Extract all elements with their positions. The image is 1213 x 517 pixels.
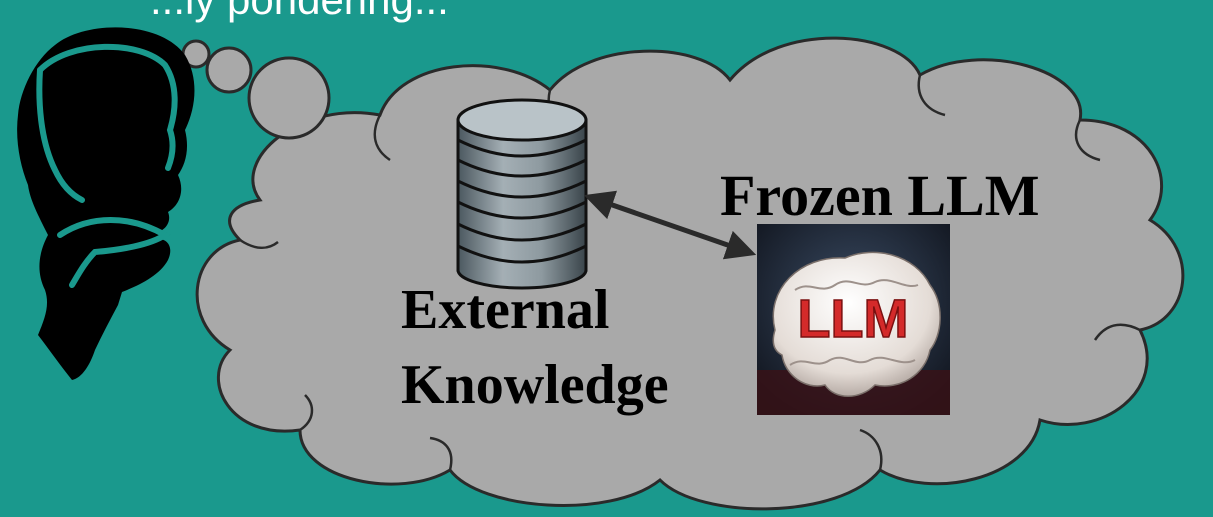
brain-llm-text: LLM xyxy=(798,289,909,349)
thinker-head-icon xyxy=(17,27,195,381)
database-icon xyxy=(456,98,588,290)
thought-bubbles xyxy=(181,39,331,140)
bidirectional-arrow-icon xyxy=(583,190,757,260)
brain-icon: LLM xyxy=(757,224,950,415)
frozen-llm-label: Frozen LLM xyxy=(720,163,1040,228)
thought-cloud xyxy=(195,36,1185,511)
top-caption: ...ly pondering... xyxy=(150,0,449,24)
external-knowledge-label-line2: Knowledge xyxy=(401,354,669,416)
external-knowledge-label-line1: External xyxy=(401,279,610,341)
